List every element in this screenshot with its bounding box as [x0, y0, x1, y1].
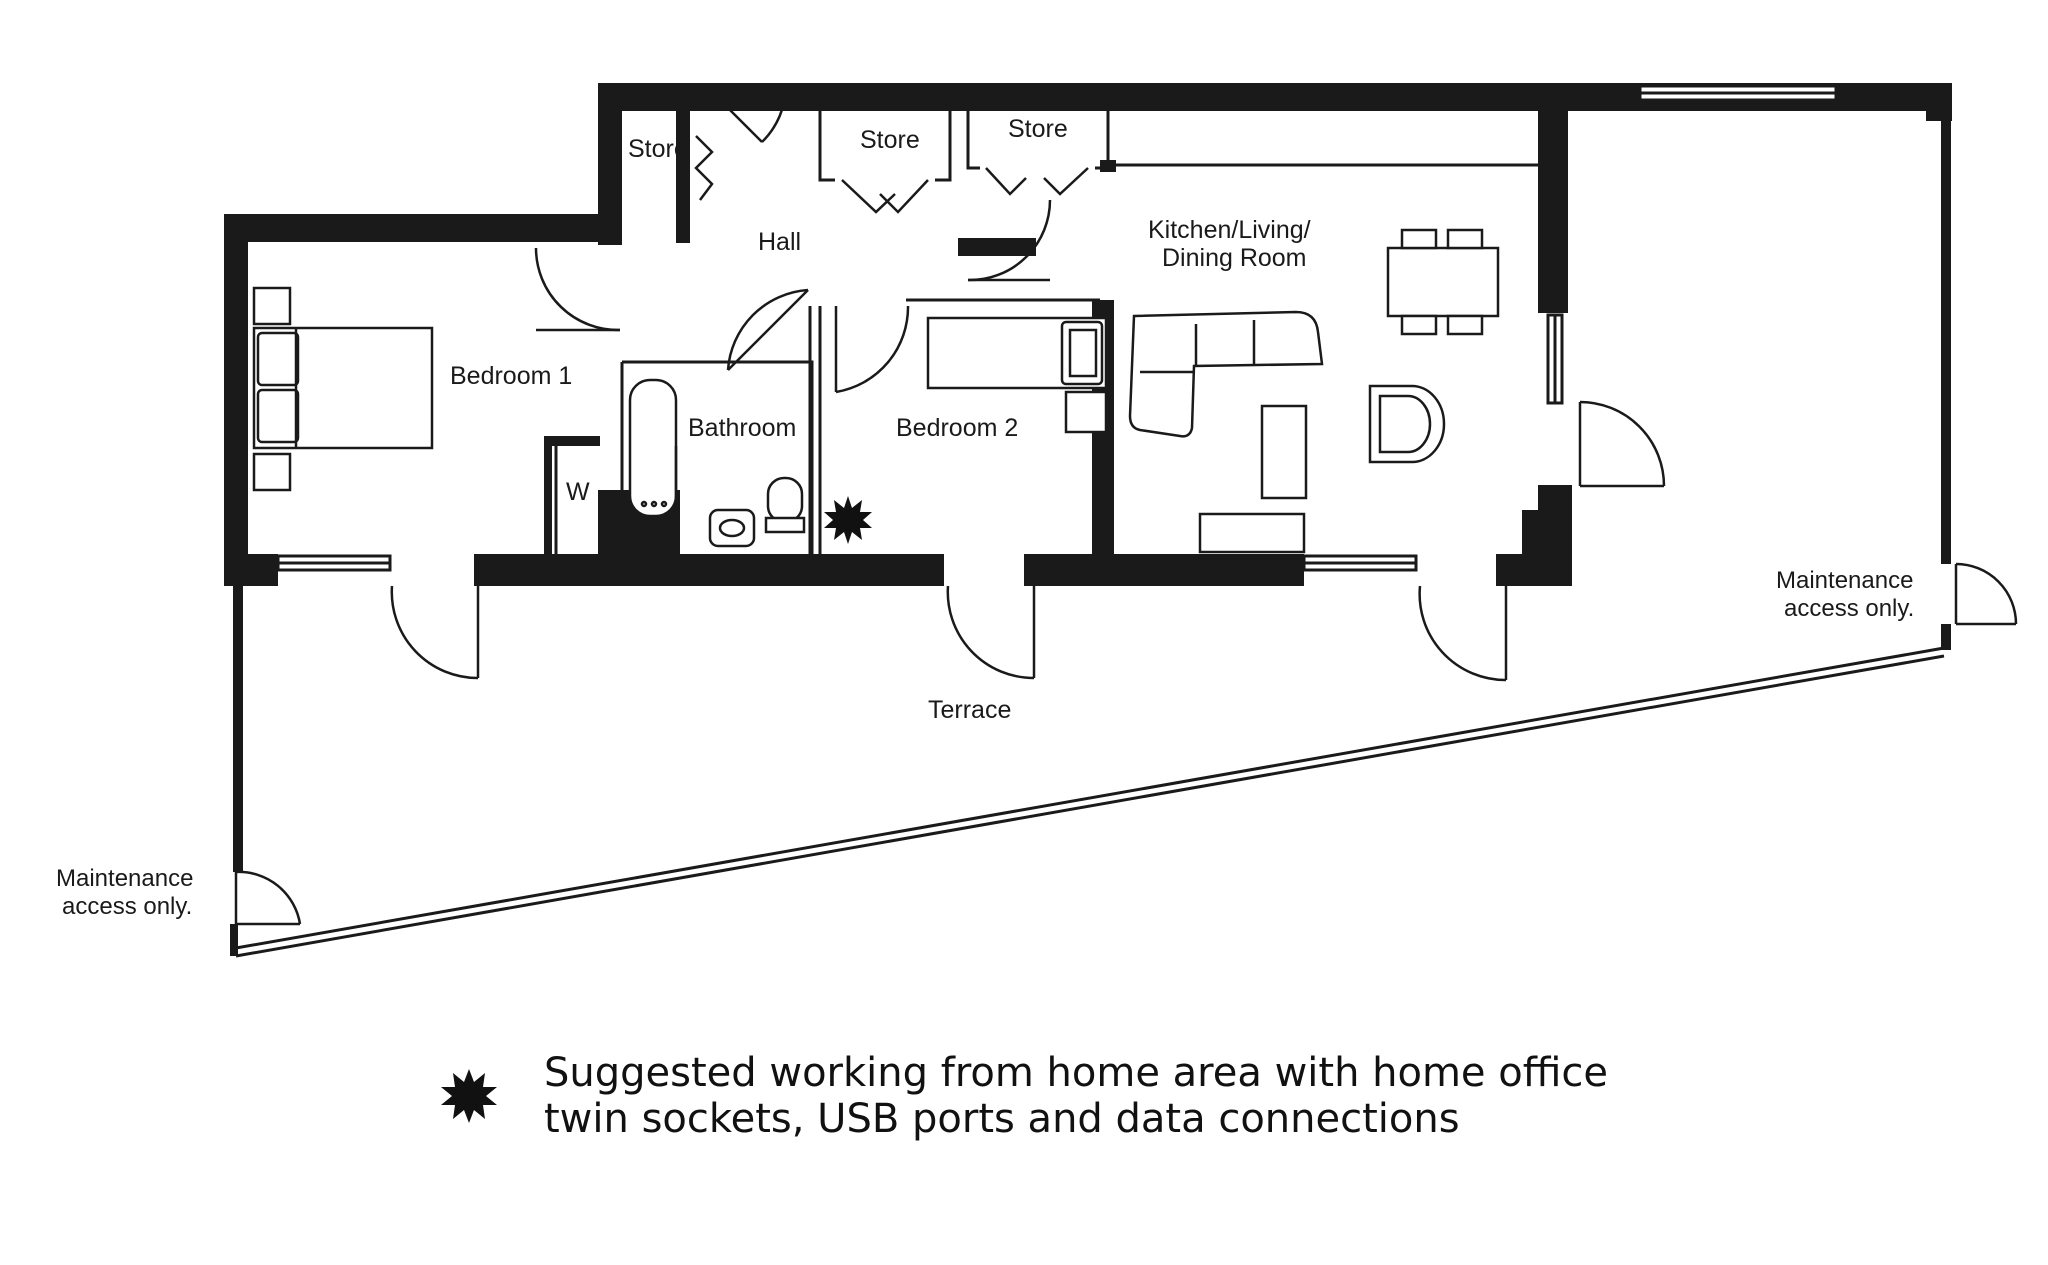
walls	[224, 83, 1952, 586]
label-maintenance-right-2: access only.	[1784, 595, 1914, 622]
label-store-1: Store	[628, 135, 688, 163]
legend: Suggested working from home area with ho…	[440, 1050, 1608, 1142]
tv-unit	[1198, 512, 1306, 554]
label-wardrobe: W	[566, 478, 590, 506]
legend-text: Suggested working from home area with ho…	[544, 1050, 1608, 1142]
furniture	[252, 228, 1500, 554]
bedside-table	[252, 286, 292, 326]
label-store-3: Store	[1008, 115, 1068, 143]
wc	[766, 476, 804, 524]
label-maintenance-right-1: Maintenance	[1776, 567, 1913, 594]
label-bedroom-1: Bedroom 1	[450, 362, 572, 390]
label-bedroom-2: Bedroom 2	[896, 414, 1018, 442]
label-hall: Hall	[758, 228, 801, 256]
windows	[276, 84, 1838, 572]
legend-line-1: Suggested working from home area with ho…	[544, 1050, 1609, 1096]
coffee-table	[1260, 404, 1308, 500]
bedside-table	[252, 452, 292, 492]
interior-lines	[554, 108, 1538, 560]
corner-sofa	[1128, 310, 1324, 438]
room-labels: Store Store Store Hall Kitchen/Living/ D…	[56, 115, 1914, 920]
doors	[234, 85, 2018, 926]
label-maintenance-left-1: Maintenance	[56, 865, 193, 892]
label-kitchen-line2: Dining Room	[1162, 244, 1307, 272]
terrace-boundary	[230, 111, 1951, 958]
bathtub	[628, 378, 678, 518]
label-bathroom: Bathroom	[688, 414, 796, 442]
label-store-2: Store	[860, 126, 920, 154]
desk	[1064, 390, 1108, 434]
legend-line-2: twin sockets, USB ports and data connect…	[544, 1096, 1460, 1142]
label-kitchen-line1: Kitchen/Living/	[1148, 216, 1311, 244]
label-maintenance-left-2: access only.	[62, 893, 192, 920]
star-burst-icon	[441, 1069, 497, 1123]
home-office-star-icon	[824, 496, 872, 544]
label-terrace: Terrace	[928, 696, 1011, 724]
dining-table	[1386, 246, 1500, 318]
